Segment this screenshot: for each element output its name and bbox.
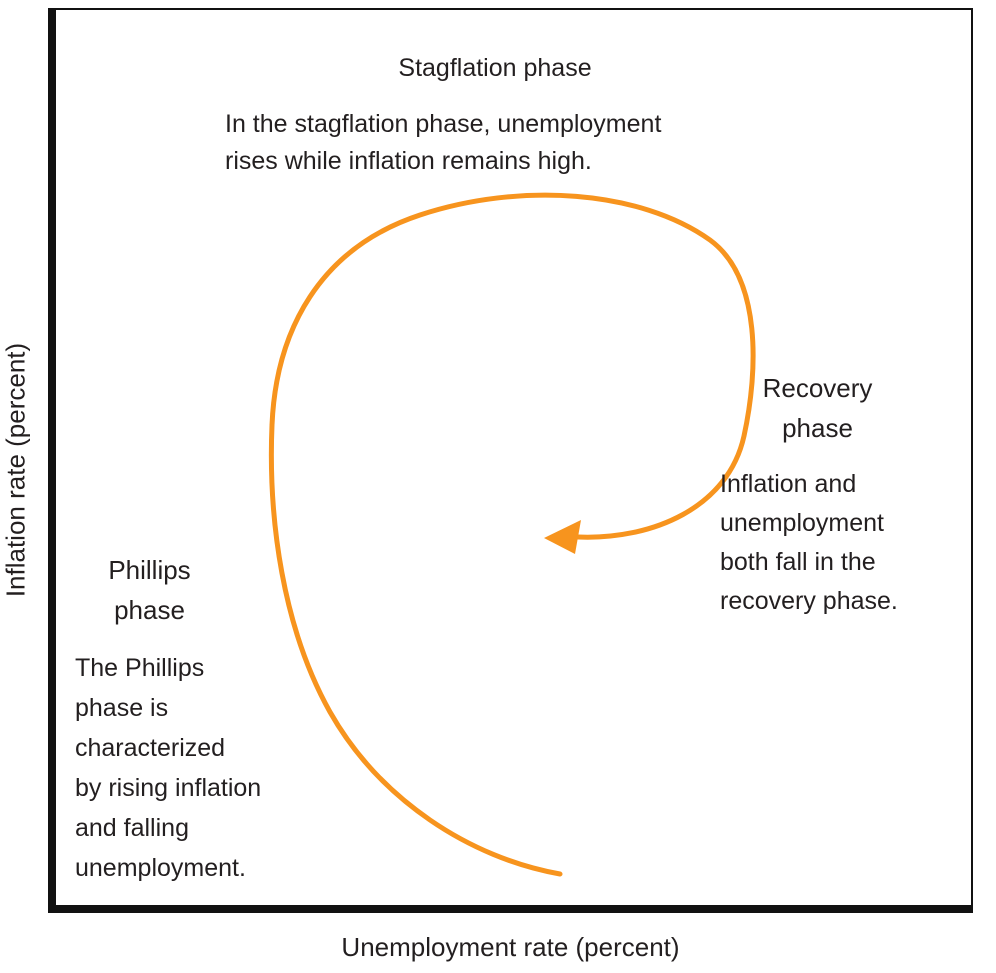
- stagflation-phase-description: In the stagflation phase, unemployment r…: [225, 110, 662, 175]
- x-axis-label: Unemployment rate (percent): [341, 932, 680, 962]
- recovery-phase-description: Inflation and unemployment both fall in …: [720, 470, 898, 615]
- recovery-phase-title: Recovery phase: [762, 373, 873, 443]
- phillips-phase-description: The Phillips phase is characterized by r…: [75, 654, 262, 882]
- y-axis-label: Inflation rate (percent): [0, 342, 31, 598]
- phillips-phase-title: Phillips phase: [108, 555, 191, 625]
- stagflation-phase-title: Stagflation phase: [398, 54, 592, 82]
